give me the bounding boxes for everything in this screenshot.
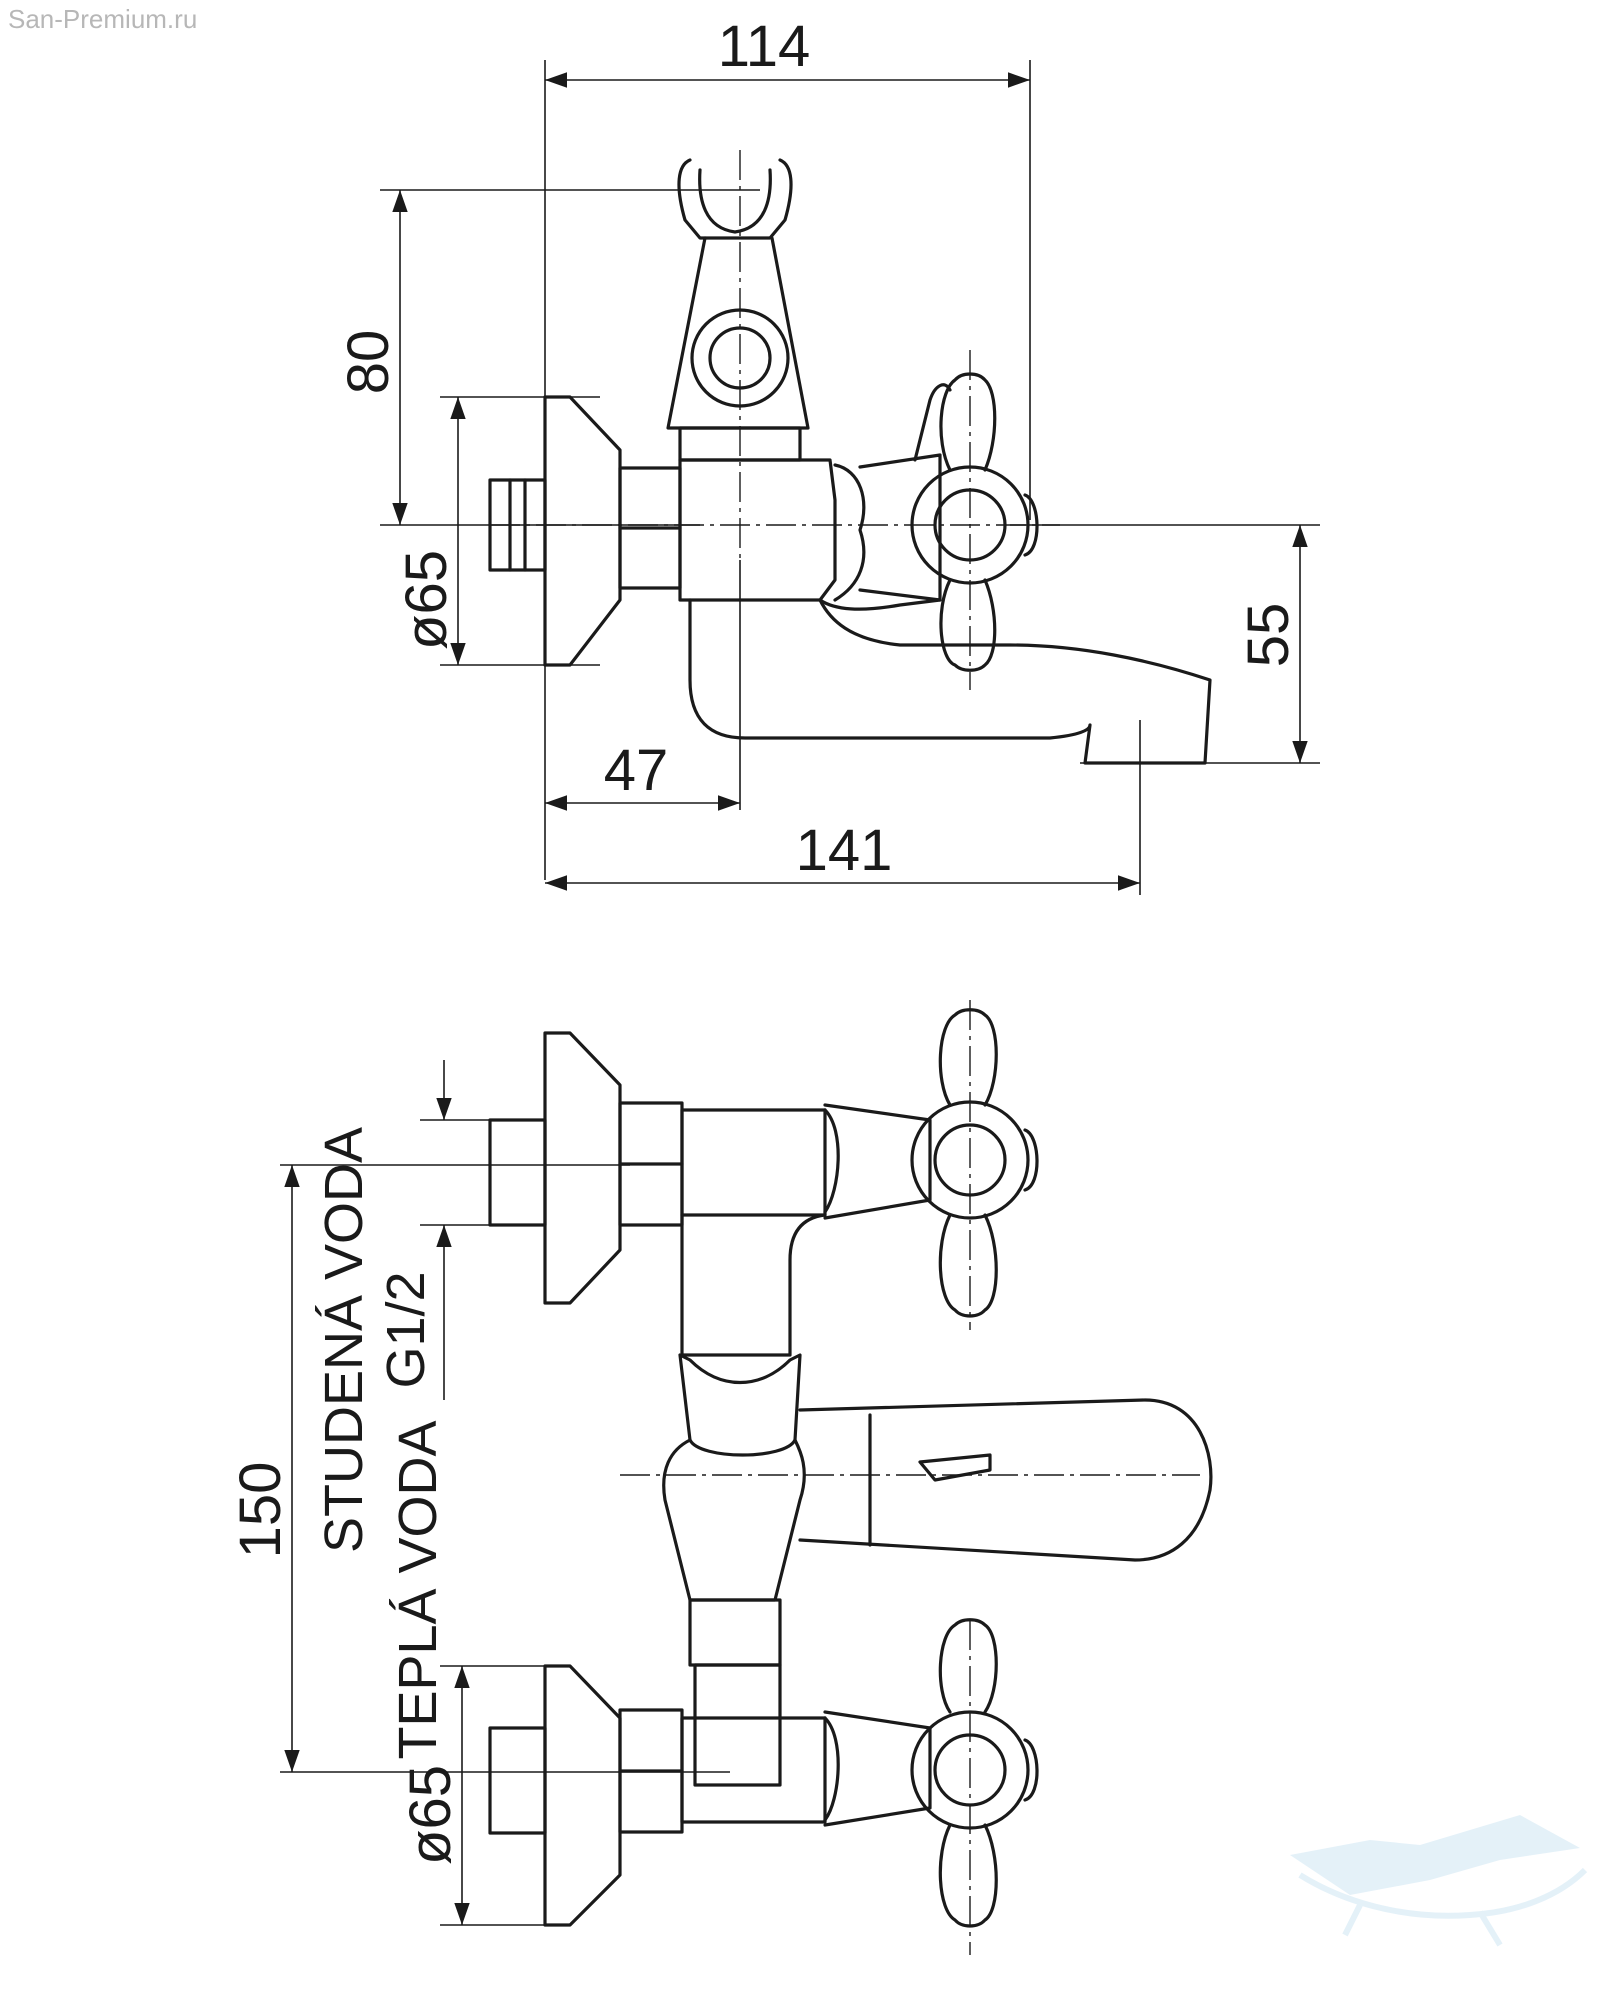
label-cold-water: STUDENÁ VODA <box>314 1127 374 1553</box>
dim-width-label: 114 <box>718 14 810 79</box>
cold-valve <box>488 1008 1039 1318</box>
watermark-text: San-Premium.ru <box>8 4 198 34</box>
top-view: 114 80 ø65 55 47 141 <box>336 14 1320 895</box>
brand-logo <box>1290 1815 1588 1947</box>
hot-valve <box>488 1618 1039 1928</box>
dim-flange-label: ø65 <box>394 550 459 650</box>
bath-spout <box>688 598 1212 765</box>
shower-holder <box>666 158 810 462</box>
label-thread: G1/2 <box>376 1271 436 1388</box>
label-hot-water: TEPLÁ VODA <box>388 1420 448 1759</box>
cross-handle <box>858 372 1039 672</box>
front-view: 150 STUDENÁ VODA G1/2 TEPLÁ VODA ø65 <box>228 1000 1213 1955</box>
dim-flange-front-label: ø65 <box>398 1765 463 1865</box>
wall-flange <box>488 395 622 667</box>
diverter-body <box>662 1213 1213 1787</box>
dim-spout-center-label: 47 <box>604 738 669 803</box>
dim-total-depth-label: 141 <box>796 818 893 883</box>
mixer-body <box>678 458 942 611</box>
dim-outlet-label: 55 <box>1236 603 1301 668</box>
dim-centers-label: 150 <box>228 1462 293 1559</box>
dim-height-label: 80 <box>336 330 401 395</box>
